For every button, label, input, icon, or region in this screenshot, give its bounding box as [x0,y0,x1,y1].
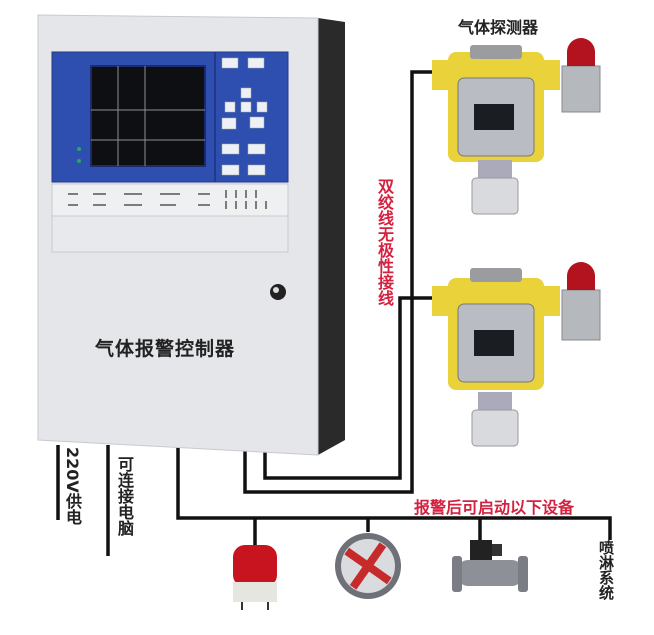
alarm-light-1 [561,38,601,113]
outputs-label: 报警后可启动以下设备 [414,498,575,517]
lcd-screen [90,65,206,167]
gas-detector-1 [432,45,560,215]
computer-label: 可连接电脑 [115,456,134,536]
detector-wire-1 [243,70,432,494]
detector-wire-2 [263,296,432,480]
keypad [221,57,268,176]
controller-cabinet [37,14,345,456]
power-label: 220V供电 [63,447,82,525]
alarm-light-2 [561,262,601,341]
solenoid-valve-icon [452,540,528,592]
output-bus-wire [176,440,612,540]
sprinkler-system-label: 喷淋系统 [597,540,615,600]
exhaust-fan-icon [335,533,401,599]
wires [56,70,612,556]
controller-label: 气体报警控制器 [95,338,236,360]
detectors-title: 气体探测器 [458,18,539,37]
gas-detector-2 [432,268,560,447]
alarm-beacon-icon [233,545,277,610]
wiring-label: 双绞线无极性接线 [375,178,394,306]
